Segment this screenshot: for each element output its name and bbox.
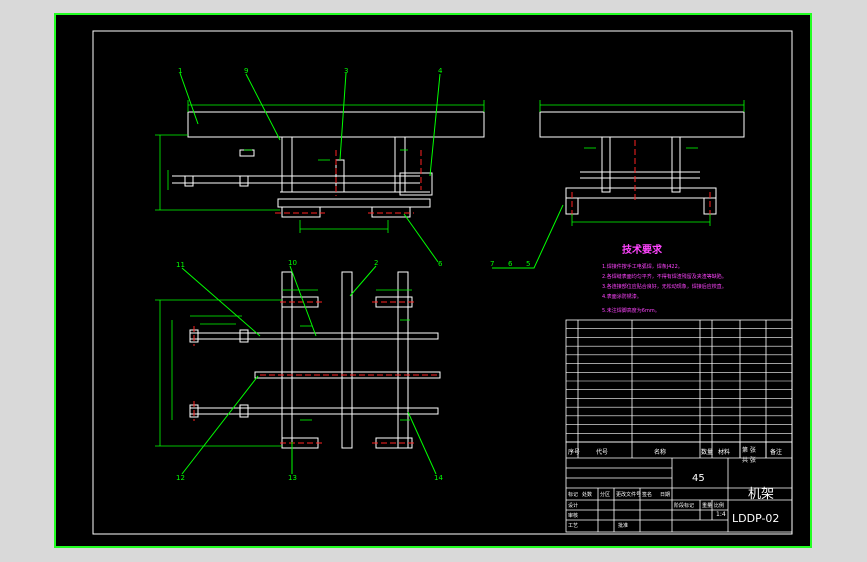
front-view-leaders xyxy=(179,72,441,263)
bom-header-remark: 备注 xyxy=(770,448,782,456)
table-top-plate xyxy=(187,111,485,138)
role-process: 工艺 xyxy=(568,523,578,529)
sheet-number: 第 张 xyxy=(742,446,756,454)
note-3: 3.各连接部位应贴合良好，无松动现象，焊接后应校直。 xyxy=(602,283,727,290)
drawing-number: LDDP-02 xyxy=(732,512,779,525)
side-view-centerlines xyxy=(571,140,711,218)
scale-value: 1:4 xyxy=(716,511,726,518)
balloon-11: 11 xyxy=(176,261,185,269)
front-view-balloons: 1 9 3 4 6 xyxy=(178,67,443,268)
bom-header-material: 材料 xyxy=(718,448,730,456)
balloon-7: 7 xyxy=(490,260,494,268)
stage-mark-label: 阶段标记 xyxy=(674,502,694,509)
side-view xyxy=(539,111,745,215)
scale-label: 比例 xyxy=(714,502,724,509)
revision-label-count: 处数 xyxy=(582,491,592,498)
top-view xyxy=(189,271,441,449)
balloon-5: 5 xyxy=(526,260,530,268)
balloon-6b: 6 xyxy=(508,260,513,268)
material-text: 45 xyxy=(692,473,705,484)
balloon-4: 4 xyxy=(438,67,443,75)
balloon-9: 9 xyxy=(244,67,248,75)
revision-label-doc: 更改文件号 xyxy=(616,491,641,498)
drawing-inner-border xyxy=(92,30,793,535)
balloon-13: 13 xyxy=(288,474,297,482)
revision-label-mark: 标记 xyxy=(568,491,578,498)
balloon-3: 3 xyxy=(344,67,348,75)
balloon-6: 6 xyxy=(438,260,443,268)
side-view-balloons: 7 6 5 xyxy=(490,260,530,268)
top-view-leaders xyxy=(181,265,437,475)
front-view xyxy=(172,111,485,218)
bottom-beam xyxy=(277,198,431,208)
role-design: 设计 xyxy=(568,502,578,509)
front-view-centerlines xyxy=(275,150,422,214)
note-4: 4.表面涂防锈漆。 xyxy=(602,293,642,300)
side-bottom-frame xyxy=(565,187,717,199)
revision-label-date: 日期 xyxy=(660,492,670,498)
part-name: 机架 xyxy=(748,487,774,502)
bom-header: 序号 代号 名称 数量 材料 备注 xyxy=(568,448,782,456)
role-review: 审核 xyxy=(568,512,578,519)
side-table-top xyxy=(539,111,745,138)
balloon-1: 1 xyxy=(178,67,182,75)
bom-header-qty: 数量 xyxy=(701,448,713,456)
bom-header-no: 序号 xyxy=(568,448,580,456)
front-view-dimensions xyxy=(155,100,485,233)
technical-notes: 技术要求 1.焊接件按手工电弧焊，焊条J422。 2.各焊缝表面均匀平齐，不得有… xyxy=(602,243,727,314)
note-1: 1.焊接件按手工电弧焊，焊条J422。 xyxy=(602,263,683,270)
top-view-balloons: 11 10 2 12 13 14 xyxy=(176,259,443,482)
title-block xyxy=(565,441,793,533)
balloon-14: 14 xyxy=(434,474,443,482)
total-sheets: 共 张 xyxy=(742,456,756,464)
side-view-dimensions xyxy=(539,100,745,226)
top-rail-2 xyxy=(254,371,441,379)
revision-label-sign: 签名 xyxy=(642,491,652,498)
note-5: 5.未注焊脚高度为6mm。 xyxy=(602,307,660,314)
title-block-text: 45 机架 LDDP-02 1:4 共 张 第 张 标记 处数 分区 更改文件号… xyxy=(568,446,779,529)
side-view-leaders xyxy=(492,204,564,269)
bom-header-code: 代号 xyxy=(596,448,608,456)
top-view-centerlines xyxy=(193,301,440,444)
bom-header-name: 名称 xyxy=(654,448,666,456)
bom-rows xyxy=(566,328,792,434)
notes-title: 技术要求 xyxy=(622,243,663,256)
motor-block xyxy=(399,172,433,196)
balloon-2: 2 xyxy=(374,259,378,267)
revision-label-zone: 分区 xyxy=(600,491,610,498)
weight-label: 重量 xyxy=(702,502,712,509)
balloon-10: 10 xyxy=(288,259,297,267)
note-2: 2.各焊缝表面均匀平齐，不得有焊渣残留及夹渣等缺陷。 xyxy=(602,273,727,280)
balloon-12: 12 xyxy=(176,474,185,482)
role-approve: 批准 xyxy=(618,522,628,529)
